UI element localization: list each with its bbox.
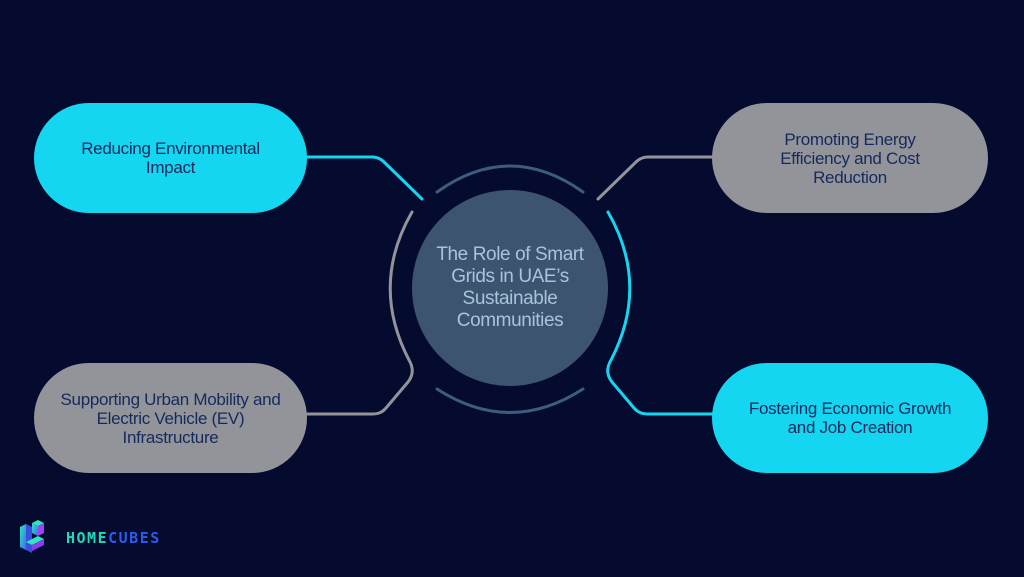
node-label: Fostering Economic Growth and Job Creati… — [748, 399, 952, 437]
node-top-right: Promoting Energy Efficiency and Cost Red… — [712, 103, 988, 213]
brand-logo: HOMECUBES — [16, 519, 161, 557]
node-bottom-right: Fostering Economic Growth and Job Creati… — [712, 363, 988, 473]
center-arc-bottom — [435, 387, 585, 414]
node-label: Supporting Urban Mobility and Electric V… — [60, 389, 281, 447]
brand-name-cubes: CUBES — [108, 529, 161, 547]
node-bottom-left: Supporting Urban Mobility and Electric V… — [34, 363, 307, 473]
node-label: Promoting Energy Efficiency and Cost Red… — [780, 129, 920, 187]
brand-name-home: HOME — [66, 529, 109, 547]
connector-top-left — [305, 155, 424, 201]
brand-name: HOMECUBES — [66, 529, 161, 547]
connector-bottom-right — [606, 210, 714, 416]
center-arc-top — [435, 164, 585, 194]
connector-bottom-left — [305, 210, 414, 416]
node-label: Reducing Environmental Impact — [81, 139, 260, 177]
connector-top-right — [596, 155, 714, 201]
center-topic-title: The Role of Smart Grids in UAE’s Sustain… — [436, 244, 584, 331]
homecubes-cube-icon — [20, 520, 44, 553]
node-top-left: Reducing Environmental Impact — [34, 103, 307, 213]
center-topic: The Role of Smart Grids in UAE’s Sustain… — [412, 190, 608, 386]
